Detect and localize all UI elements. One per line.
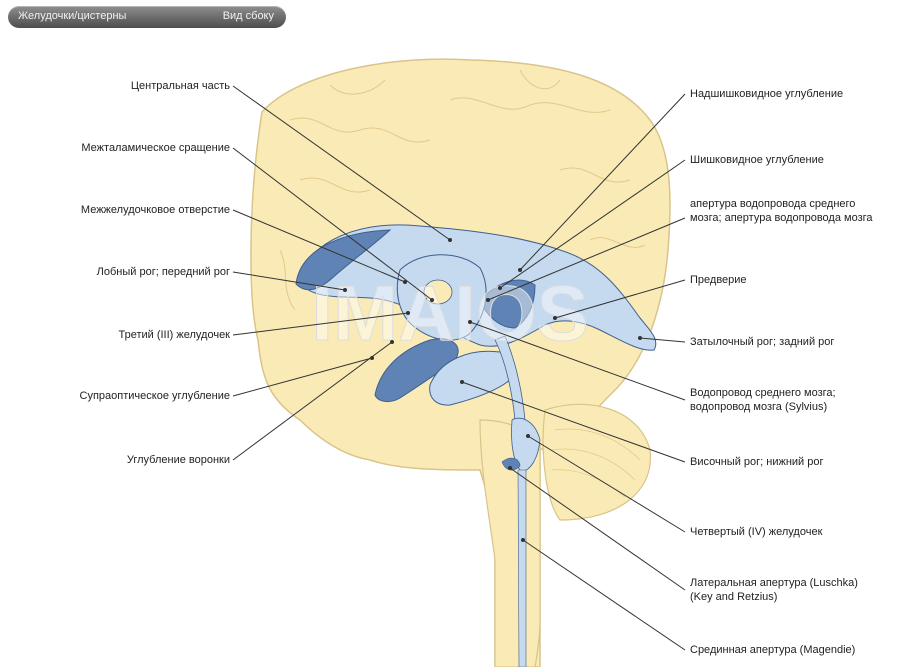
label-atrium[interactable]: Предверие [690, 273, 747, 287]
label-supraoptic-recess[interactable]: Супраоптическое углубление [80, 389, 230, 403]
label-interthalamic-adhesion[interactable]: Межталамическое сращение [81, 141, 230, 155]
label-lateral-aperture[interactable]: Латеральная апертура (Luschka) (Key and … [690, 576, 880, 604]
label-infundibular-recess[interactable]: Углубление воронки [127, 453, 230, 467]
label-median-aperture[interactable]: Срединная апертура (Magendie) [690, 643, 855, 657]
watermark: IMAIOS [311, 269, 588, 357]
label-frontal-horn[interactable]: Лобный рог; передний рог [97, 265, 230, 279]
label-pineal-recess[interactable]: Шишковидное углубление [690, 153, 824, 167]
category-title[interactable]: Желудочки/цистерны [18, 10, 126, 22]
leader-median-aperture [523, 540, 685, 650]
label-suprapineal-recess[interactable]: Надшишковидное углубление [690, 87, 843, 101]
label-interventricular-foramen[interactable]: Межжелудочковое отверстие [81, 203, 230, 217]
view-title[interactable]: Вид сбоку [223, 10, 274, 22]
label-third-ventricle[interactable]: Третий (III) желудочек [118, 328, 230, 342]
label-temporal-horn[interactable]: Височный рог; нижний рог [690, 455, 824, 469]
view-title-bar[interactable]: Желудочки/цистерны Вид сбоку [8, 6, 286, 28]
label-aqueduct-aperture[interactable]: апертура водопровода среднего мозга; апе… [690, 197, 880, 225]
central-canal [518, 470, 526, 667]
label-occipital-horn[interactable]: Затылочный рог; задний рог [690, 335, 834, 349]
label-fourth-ventricle[interactable]: Четвертый (IV) желудочек [690, 525, 822, 539]
label-central-part[interactable]: Центральная часть [131, 79, 230, 93]
label-cerebral-aqueduct[interactable]: Водопровод среднего мозга; водопровод мо… [690, 386, 870, 414]
